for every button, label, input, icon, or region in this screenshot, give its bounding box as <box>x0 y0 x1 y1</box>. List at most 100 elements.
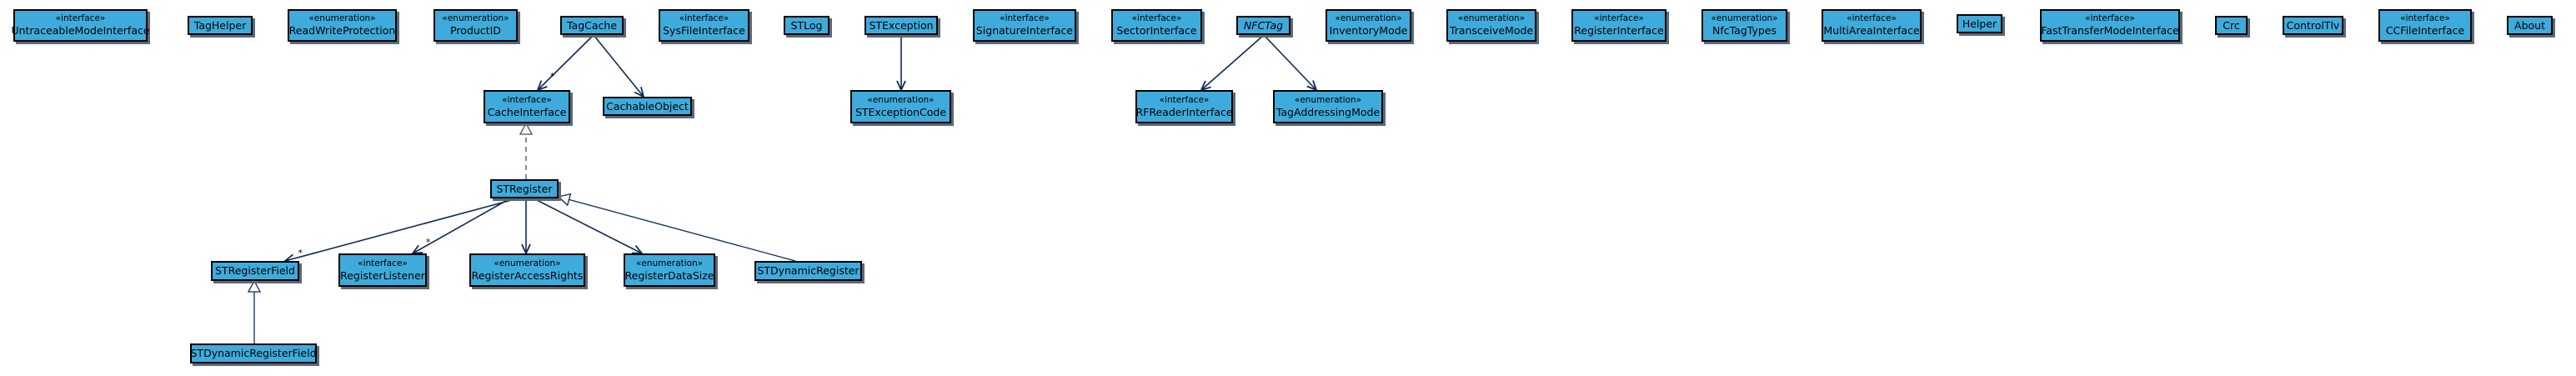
class-stereotype: «enumeration» <box>635 258 704 268</box>
class-name: ReadWriteProtection <box>288 24 396 38</box>
class-stereotype: «interface» <box>2085 13 2135 24</box>
class-inventory-mode[interactable]: «enumeration»InventoryMode <box>1326 9 1411 42</box>
class-name: CacheInterface <box>487 105 567 118</box>
class-register-access-rights[interactable]: «enumeration»RegisterAccessRights <box>469 253 585 287</box>
class-stereotype: «interface» <box>55 13 106 24</box>
class-name: ControlTlv <box>2286 18 2340 32</box>
class-name: SectorInterface <box>1116 24 1197 38</box>
class-stereotype: «interface» <box>1000 13 1050 24</box>
class-helper[interactable]: Helper <box>1957 14 2002 33</box>
edge-realization-stregister-to-cacheiface <box>519 122 534 179</box>
class-nfc-tag-types[interactable]: «enumeration»NfcTagTypes <box>1701 9 1787 42</box>
class-name: Crc <box>2223 18 2240 32</box>
class-name: CCFileInterface <box>2385 24 2465 38</box>
class-untraceable-mode-interface[interactable]: «interface»UntraceableModeInterface <box>11 9 150 42</box>
class-name: MultiAreaInterface <box>1823 24 1920 38</box>
class-cache-interface[interactable]: «interface»CacheInterface <box>484 90 570 123</box>
class-name: STDynamicRegister <box>757 264 860 278</box>
multiplicity-label: * <box>550 71 555 82</box>
class-multi-area-interface[interactable]: «interface»MultiAreaInterface <box>1822 9 1922 42</box>
edge-association-tagcache-to-cachable <box>593 34 645 98</box>
class-st-exception[interactable]: STException <box>865 16 938 35</box>
class-cc-file-interface[interactable]: «interface»CCFileInterface <box>2378 9 2472 42</box>
class-stereotype: «enumeration» <box>308 13 376 24</box>
class-name: SignatureInterface <box>975 24 1074 38</box>
class-stereotype: «interface» <box>1159 94 1210 105</box>
class-name: STLog <box>790 18 823 32</box>
edge-association-stexception-to-stexcode <box>896 35 906 93</box>
class-name: RegisterListener <box>340 268 425 282</box>
class-sys-file-interface[interactable]: «interface»SysFileInterface <box>659 9 749 42</box>
class-name: RegisterDataSize <box>624 268 714 282</box>
class-name: STRegister <box>496 182 553 195</box>
class-stereotype: «interface» <box>1131 13 1182 24</box>
class-stereotype: «enumeration» <box>867 94 935 105</box>
edge-association-stregister-to-regaccess <box>521 198 531 256</box>
class-stereotype: «enumeration» <box>1711 13 1778 24</box>
class-name: FastTransferModeInterface <box>2041 24 2179 38</box>
class-stereotype: «enumeration» <box>1335 13 1402 24</box>
class-name: STRegisterField <box>215 264 295 278</box>
edge-association-nfctag-to-rfreader <box>1200 34 1265 92</box>
class-stereotype: «enumeration» <box>442 13 509 24</box>
class-signature-interface[interactable]: «interface»SignatureInterface <box>973 9 1076 42</box>
class-name: TagAddressingMode <box>1275 105 1381 118</box>
class-st-dynamic-register[interactable]: STDynamicRegister <box>754 261 862 281</box>
class-product-id[interactable]: «enumeration»ProductID <box>434 9 518 42</box>
class-fast-transfer-mode-interface[interactable]: «interface»FastTransferModeInterface <box>2040 9 2180 42</box>
edge-generalization-stdynfield-to-stregfield <box>247 279 262 343</box>
class-name: About <box>2514 18 2545 32</box>
class-name: TagCache <box>566 18 618 32</box>
class-st-dynamic-register-field[interactable]: STDynamicRegisterField <box>190 343 317 363</box>
multiplicity-label: * <box>298 248 303 258</box>
edge-association-nfctag-to-tagaddr <box>1263 34 1318 92</box>
class-name: UntraceableModeInterface <box>11 24 150 38</box>
class-name: Helper <box>1962 17 1997 30</box>
edge-generalization-stdynreg-to-stregister <box>557 193 796 262</box>
class-control-tlv[interactable]: ControlTlv <box>2283 16 2343 35</box>
class-stereotype: «enumeration» <box>1294 94 1362 105</box>
class-stereotype: «enumeration» <box>1457 13 1526 24</box>
class-st-register[interactable]: STRegister <box>490 179 559 198</box>
class-name: STExceptionCode <box>854 105 947 118</box>
class-name: RegisterInterface <box>1574 24 1664 38</box>
class-name: STDynamicRegisterField <box>190 347 317 360</box>
class-stereotype: «interface» <box>358 258 408 268</box>
class-name: TransceiveMode <box>1449 24 1534 38</box>
class-stereotype: «interface» <box>1594 13 1644 24</box>
class-register-data-size[interactable]: «enumeration»RegisterDataSize <box>624 253 715 287</box>
class-stereotype: «interface» <box>1847 13 1897 24</box>
edge-association-stregister-to-regdatasize <box>533 198 644 254</box>
class-st-log[interactable]: STLog <box>784 16 829 35</box>
class-crc[interactable]: Crc <box>2215 16 2248 35</box>
class-tag-helper[interactable]: TagHelper <box>188 16 253 35</box>
class-name: CachableObject <box>606 99 689 113</box>
class-sector-interface[interactable]: «interface»SectorInterface <box>1111 9 1202 42</box>
class-read-write-protection[interactable]: «enumeration»ReadWriteProtection <box>288 9 397 42</box>
class-name: SysFileInterface <box>663 24 745 38</box>
class-cachable-object[interactable]: CachableObject <box>603 97 692 116</box>
class-name: InventoryMode <box>1329 24 1408 38</box>
class-stereotype: «interface» <box>679 13 729 24</box>
class-name: STException <box>869 18 934 32</box>
class-register-listener[interactable]: «interface»RegisterListener <box>338 253 427 287</box>
class-tag-addressing-mode[interactable]: «enumeration»TagAddressingMode <box>1273 90 1383 123</box>
class-name: NFCTag <box>1243 18 1284 32</box>
class-stereotype: «interface» <box>502 94 552 105</box>
class-nfc-tag[interactable]: NFCTag <box>1236 16 1291 35</box>
edge-association-tagcache-to-cacheiface <box>536 34 594 92</box>
class-tag-cache[interactable]: TagCache <box>560 16 624 35</box>
class-register-interface[interactable]: «interface»RegisterInterface <box>1571 9 1666 42</box>
class-name: RegisterAccessRights <box>471 268 584 282</box>
class-rf-reader-interface[interactable]: «interface»RFReaderInterface <box>1135 90 1233 123</box>
class-stereotype: «interface» <box>2400 13 2450 24</box>
class-st-register-field[interactable]: STRegisterField <box>211 261 299 281</box>
class-name: NfcTagTypes <box>1711 24 1777 38</box>
class-name: RFReaderInterface <box>1135 105 1233 118</box>
class-name: ProductID <box>450 24 501 38</box>
class-name: TagHelper <box>193 18 247 32</box>
class-st-exception-code[interactable]: «enumeration»STExceptionCode <box>850 90 951 123</box>
class-transceive-mode[interactable]: «enumeration»TransceiveMode <box>1446 9 1536 42</box>
class-about[interactable]: About <box>2507 16 2553 35</box>
